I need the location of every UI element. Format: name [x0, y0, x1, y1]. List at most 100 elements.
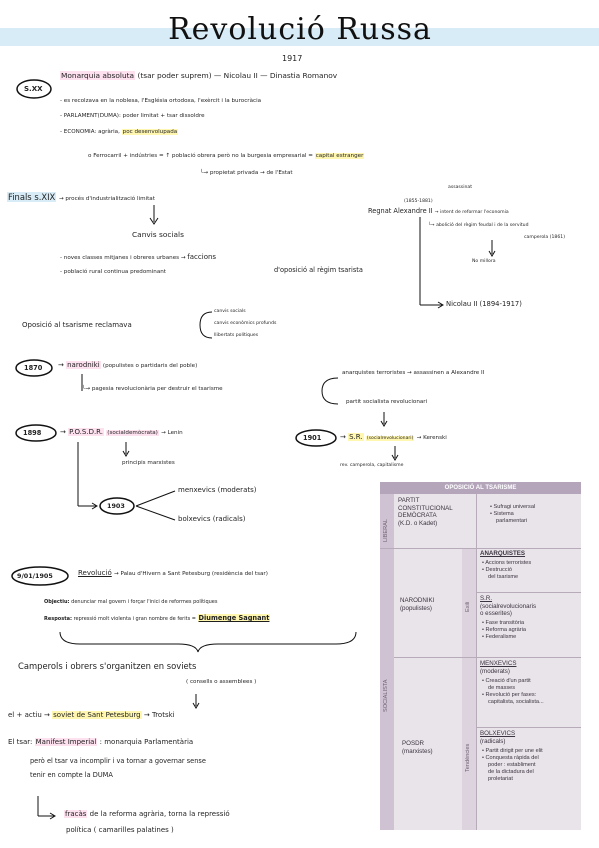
revolucio-rest: → Palau d'Hivern a Sant Petesburg (resid… — [113, 571, 268, 577]
sxx-badge: S.XX — [24, 85, 43, 93]
fracas-line: fracàs de la reforma agrària, torna la r… — [64, 810, 230, 818]
regnat-label: Regnat Alexandre II — [368, 207, 433, 215]
finals-item1: - noves classes mitjanes i obreres urban… — [60, 253, 216, 261]
rev-camperola: rev. camperola, capitalisme — [340, 463, 404, 468]
page-title: Revolució Russa — [168, 12, 432, 47]
narodniki-line: → narodniki (populistes o partidaris del… — [58, 361, 198, 369]
fracas: fracàs — [64, 810, 88, 818]
sr-rest: → Kerenski — [416, 435, 447, 441]
label-socialista: SOCIALISTA — [383, 679, 389, 712]
bolx-bullet-1: • Partit dirigit per une elit — [482, 748, 543, 754]
kd-bullet-1: • Sufragi universal — [490, 504, 536, 510]
resposta: repressió molt violenta i gran nombre de… — [73, 616, 196, 622]
soviet-line: el + actiu → soviet de Sant Petesburg → … — [8, 711, 175, 719]
fracas-line-2: política ( camarilles palatines ) — [66, 826, 174, 834]
kd-line-2: CONSTITUCIONAL — [398, 504, 453, 512]
sr-line: → S.R. (socialrevolucionari) → Kerenski — [340, 433, 447, 441]
resposta-line: Resposta: repressió molt violenta i gran… — [44, 614, 271, 622]
posdr-sub: (socialdemòcrata) — [106, 430, 159, 436]
bolx-sub: (radicals) — [480, 737, 506, 745]
revolucio-line: Revolució → Palau d'Hivern a Sant Petesb… — [78, 569, 268, 577]
camperola: camperola (1861) — [524, 235, 565, 240]
tsar-c: : monarquia Parlamentària — [99, 738, 194, 746]
regnat-dates: (1855-1881) — [404, 199, 433, 204]
label-liberal: LIBERAL — [383, 518, 389, 542]
soviet-b: soviet de Sant Petesburg — [52, 711, 142, 719]
pagesia: └→ pagesia revolucionària per destruir e… — [82, 386, 223, 392]
resposta-label: Resposta: — [44, 616, 72, 622]
menx-bullet-3: • Revolució per fases: — [482, 692, 537, 698]
menxevics: menxevics (moderats) — [178, 486, 257, 494]
sr-bullet-2: • Reforma agrària — [482, 627, 526, 633]
sr-bullet-1: • Fase transitòria — [482, 620, 525, 626]
manifest-imperial: Manifest Imperial — [34, 738, 98, 746]
objectiu-line: Objectiu: denunciar mal govern i forçar … — [44, 599, 217, 605]
oposicio-item-2: canvis econòmics profunds — [214, 321, 277, 326]
parlament-rest: poder limitat + tsar dissoldre — [122, 113, 205, 119]
oposicio-label: Oposició al tsarisme reclamava — [22, 321, 132, 329]
diumenge-sagnant: Diumenge Sagnant — [197, 614, 271, 622]
menx-sub: (moderats) — [480, 667, 510, 675]
nicolau-ii: Nicolau II (1894-1917) — [446, 300, 522, 308]
title-highlight — [0, 28, 599, 46]
bolx-bullet-5: proletariat — [488, 776, 513, 782]
tsar-line: El tsar: Manifest Imperial : monarquia P… — [8, 738, 193, 746]
principis-marxistes: principis marxistes — [122, 460, 175, 466]
finals-label: Finals s.XIX — [7, 192, 57, 202]
abolicio: └→ abolició del règim feudal i de la ser… — [428, 223, 529, 228]
bolx-title: BOLXEVICS — [480, 730, 516, 737]
monarquia-line: Monarquia absoluta (tsar poder suprem) —… — [60, 71, 337, 80]
finals-item1-a: - noves classes mitjanes i obreres urban… — [60, 255, 186, 261]
side-band — [380, 494, 394, 830]
date-1905: 9/01/1905 — [17, 572, 53, 580]
sr-title-3: o esserites) — [480, 610, 512, 618]
economia-mid: agrària, — [98, 129, 120, 135]
finals-rest: → procés d'industrialització limitat — [58, 196, 155, 202]
year-1898: 1898 — [23, 429, 42, 437]
finals-item2: - població rural continua predominant — [60, 269, 166, 275]
consells: ( consells o assemblees ) — [186, 679, 257, 685]
posdr-line: → P.O.S.D.R. (socialdemòcrata) → Lenin — [60, 428, 183, 436]
posdr-rest: → Lenin — [161, 430, 183, 436]
kd-bullet-3: parlamentari — [496, 518, 528, 524]
year-1870: 1870 — [24, 364, 43, 372]
sr-sub: (socialrevolucionari) — [365, 436, 415, 441]
narodniki: narodniki — [66, 361, 101, 369]
canvis-socials: Canvis socials — [132, 230, 184, 239]
sxx-line3: - ECONOMIA: agrària, poc desenvolupada — [60, 129, 179, 135]
no-millora: No millora — [472, 259, 496, 264]
kd-line-1: PARTIT — [398, 497, 420, 504]
camperols-soviets: Camperols i obrers s'organitzen en sovie… — [18, 661, 197, 671]
narodniki-rest: (populistes o partidaris del poble) — [102, 363, 198, 369]
oposicio-item-1: canvis socials — [214, 309, 246, 314]
inner-band — [462, 548, 476, 830]
kd-line-4: (K.D. o Kadet) — [398, 519, 438, 527]
year-1901: 1901 — [303, 434, 322, 442]
faccions: faccions — [187, 253, 217, 261]
bolx-bullet-3: poder : establiment — [488, 762, 536, 768]
bolx-bullet-2: • Conquesta ràpida del — [482, 755, 539, 761]
oposicio-item-3: llibertats polítiques — [214, 333, 259, 338]
narodniki-sub: (populistes) — [400, 604, 432, 612]
regnat-line: Regnat Alexandre II → intent de reformar… — [368, 207, 509, 215]
tsar-a: El tsar: — [8, 738, 33, 746]
pero-line-2: tenir en compte la DUMA — [30, 771, 113, 779]
anarq-bullet-2: • Destrucció — [482, 567, 512, 573]
soviet-a: el + actiu → — [8, 711, 50, 719]
year: 1917 — [282, 54, 303, 63]
pero-line-1: però el tsar va incomplir i va tornar a … — [30, 757, 206, 765]
posdr: P.O.S.D.R. — [68, 428, 105, 436]
partit-socialista: partit socialista revolucionari — [346, 399, 428, 405]
oposicio-regim: d'oposició al règim tsarista — [274, 266, 363, 274]
menx-bullet-2: de masses — [488, 685, 516, 691]
label-exili: Exili — [465, 601, 471, 612]
kd-bullet-2: • Sistema — [490, 511, 514, 517]
label-tendencies: Tendències — [465, 743, 471, 772]
sxx-line4: o Ferrocarril + indústries = ↑ població … — [88, 153, 365, 159]
bolx-bullet-4: de la dictadura del — [488, 769, 534, 775]
menx-bullet-4: capitalista, socialista... — [488, 699, 544, 705]
anarq-title: ANARQUISTES — [480, 550, 526, 557]
finals-line: Finals s.XIX → procés d'industrialitzaci… — [7, 192, 155, 202]
menx-title: MENXEVICS — [480, 660, 517, 667]
